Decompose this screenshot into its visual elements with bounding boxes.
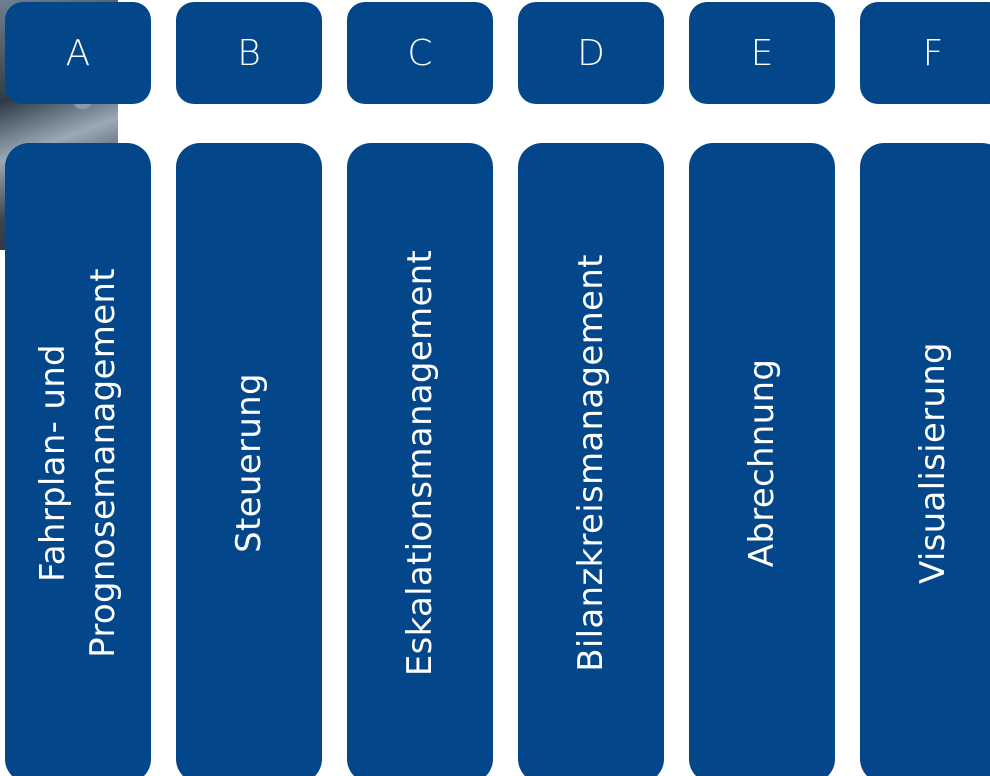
category-bar-f: Visualisierung	[860, 143, 990, 776]
letter-b: B	[237, 32, 261, 74]
category-bar-d: Bilanzkreismanagement	[518, 143, 664, 776]
letter-box-e: E	[689, 2, 835, 104]
category-bar-a: Fahrplan- und Prognosemanagement	[5, 143, 151, 776]
letter-c: C	[407, 32, 433, 74]
letter-e: E	[750, 32, 774, 74]
category-label-f: Visualisierung	[908, 342, 958, 584]
category-label-c-line1: Eskalationsmanagement	[400, 249, 440, 677]
letter-box-d: D	[518, 2, 664, 104]
category-label-d: Bilanzkreismanagement	[566, 254, 616, 672]
letter-d: D	[577, 32, 605, 74]
category-label-b-line1: Steuerung	[229, 373, 269, 553]
category-bar-e: Abrechnung	[689, 143, 835, 776]
category-bar-c: Eskalationsmanagement	[347, 143, 493, 776]
category-label-f-line1: Visualisierung	[913, 342, 953, 584]
category-label-c: Eskalationsmanagement	[395, 250, 445, 676]
category-label-b: Steuerung	[224, 373, 274, 553]
letter-box-a: A	[5, 2, 151, 104]
letter-box-c: C	[347, 2, 493, 104]
category-label-d-line1: Bilanzkreismanagement	[571, 254, 611, 672]
letter-f: F	[922, 32, 944, 74]
category-label-e: Abrechnung	[737, 359, 787, 567]
category-label-e-line1: Abrechnung	[742, 358, 782, 568]
letter-a: A	[65, 32, 91, 74]
letter-box-f: F	[860, 2, 990, 104]
category-label-a-line1: Fahrplan- und	[33, 344, 73, 582]
category-label-a-line2: Prognosemanagement	[83, 268, 123, 658]
category-bar-b: Steuerung	[176, 143, 322, 776]
letter-box-b: B	[176, 2, 322, 104]
category-label-a: Fahrplan- und Prognosemanagement	[28, 268, 128, 658]
